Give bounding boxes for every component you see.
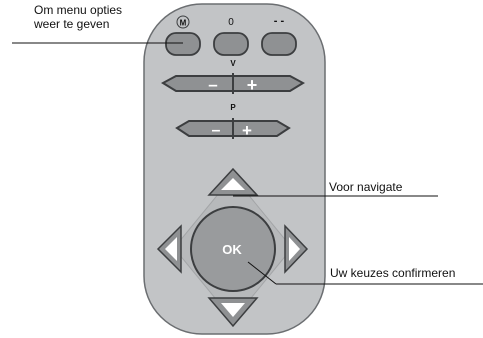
menu-annotation-line-1: Om menu opties bbox=[34, 3, 123, 17]
left-arrow-button[interactable] bbox=[156, 224, 182, 274]
program-plus-label[interactable]: + bbox=[242, 121, 252, 140]
up-arrow-icon bbox=[221, 178, 245, 190]
right-arrow-icon bbox=[289, 237, 300, 261]
ok-button[interactable]: OK bbox=[190, 206, 276, 292]
volume-rocker[interactable] bbox=[160, 73, 306, 94]
up-arrow-button[interactable] bbox=[207, 167, 259, 196]
program-label: P bbox=[230, 103, 236, 112]
navigate-annotation: Voor navigate bbox=[329, 180, 403, 194]
volume-label: V bbox=[230, 59, 236, 68]
right-arrow-button[interactable] bbox=[284, 224, 309, 274]
program-minus-label[interactable]: – bbox=[212, 122, 221, 139]
zero-button-label: 0 bbox=[228, 17, 234, 28]
confirm-callout-line bbox=[247, 261, 277, 285]
zero-button[interactable]: 0 bbox=[213, 17, 249, 56]
menu-button-label: M bbox=[180, 19, 187, 28]
ok-button-label: OK bbox=[222, 242, 242, 257]
menu-icon bbox=[176, 15, 190, 29]
down-arrow-icon bbox=[221, 303, 245, 317]
program-rocker[interactable] bbox=[175, 118, 291, 139]
dash-button-label: - - bbox=[274, 15, 285, 27]
left-arrow-icon bbox=[165, 237, 177, 261]
menu-button[interactable]: M bbox=[165, 15, 201, 56]
volume-minus-label[interactable]: – bbox=[208, 75, 217, 94]
down-arrow-button[interactable] bbox=[207, 297, 259, 328]
volume-plus-label[interactable]: + bbox=[247, 75, 258, 95]
confirm-annotation: Uw keuzes confirmeren bbox=[330, 266, 456, 280]
dash-button[interactable]: - - bbox=[261, 15, 297, 56]
menu-annotation-line-2: weer te geven bbox=[34, 17, 110, 31]
